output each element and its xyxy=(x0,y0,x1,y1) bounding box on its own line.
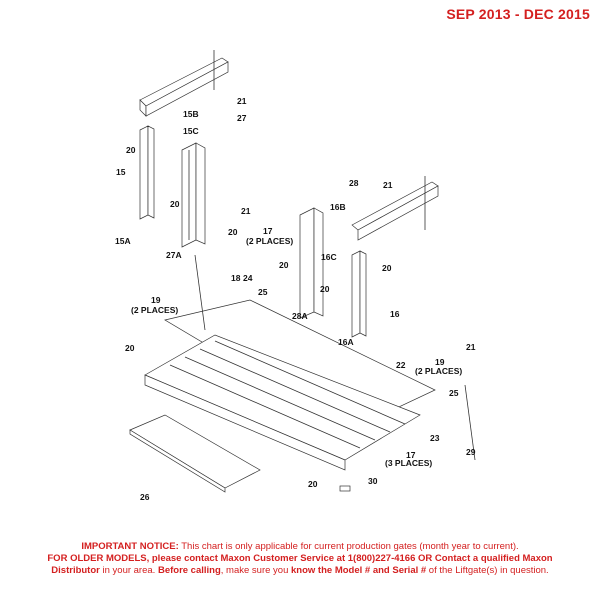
notice-line-2: FOR OLDER MODELS, please contact Maxon C… xyxy=(47,553,553,564)
callout-16A: 16A xyxy=(338,337,354,347)
callout-21-b: 21 xyxy=(241,206,251,216)
callout-21-a: 21 xyxy=(237,96,247,106)
right-crossbar xyxy=(351,176,439,241)
callout-24: 24 xyxy=(243,273,253,283)
callout-20-g: 20 xyxy=(125,343,135,353)
right-chain xyxy=(464,384,476,461)
callout-19-b: 19 xyxy=(435,357,445,367)
callout-29: 29 xyxy=(466,447,476,457)
right-post-16 xyxy=(351,250,367,338)
callout-28: 28 xyxy=(349,178,359,188)
date-range-title: SEP 2013 - DEC 2015 xyxy=(446,6,590,22)
callout-16: 16 xyxy=(390,309,400,319)
callout-22: 22 xyxy=(396,360,406,370)
callout-20-e: 20 xyxy=(382,263,392,273)
callout-19-a: 19 xyxy=(151,295,161,305)
callout-16B: 16B xyxy=(330,202,346,212)
callout-25-a: 25 xyxy=(258,287,268,297)
callout-15B: 15B xyxy=(183,109,199,119)
callout-23: 23 xyxy=(430,433,440,443)
callout-labels: 21 15B 15C 27 20 15 20 15A 27A 20 21 17 … xyxy=(115,96,476,502)
callout-19-b-qty: (2 PLACES) xyxy=(415,366,462,376)
callout-17-b: 17 xyxy=(406,450,416,460)
bottom-hardware xyxy=(339,485,351,492)
flipover-plate xyxy=(129,414,261,493)
callout-30: 30 xyxy=(368,476,378,486)
callout-17-a: 17 xyxy=(263,226,273,236)
callout-21-c: 21 xyxy=(383,180,393,190)
notice-line-1: IMPORTANT NOTICE: This chart is only app… xyxy=(81,541,519,552)
callout-16C: 16C xyxy=(321,252,337,262)
notice-line-3: Distributor in your area. Before calling… xyxy=(51,565,549,576)
left-post-27 xyxy=(181,142,206,248)
left-chain xyxy=(194,254,206,331)
callout-27: 27 xyxy=(237,113,247,123)
left-crossbar xyxy=(139,50,229,117)
callout-20-c: 20 xyxy=(228,227,238,237)
callout-20-a: 20 xyxy=(126,145,136,155)
callout-17-a-qty: (2 PLACES) xyxy=(246,236,293,246)
callout-15: 15 xyxy=(116,167,126,177)
platform-frame xyxy=(144,299,436,471)
callout-15C: 15C xyxy=(183,126,199,136)
callout-18: 18 xyxy=(231,273,241,283)
callout-26: 26 xyxy=(140,492,150,502)
callout-25-b: 25 xyxy=(449,388,459,398)
callout-17-b-qty: (3 PLACES) xyxy=(385,458,432,468)
callout-20-d: 20 xyxy=(279,260,289,270)
callout-28A: 28A xyxy=(292,311,308,321)
parts-exploded-diagram: 21 15B 15C 27 20 15 20 15A 27A 20 21 17 … xyxy=(115,50,476,502)
callout-20-h: 20 xyxy=(308,479,318,489)
callout-19-a-qty: (2 PLACES) xyxy=(131,305,178,315)
callout-27A: 27A xyxy=(166,250,182,260)
callout-20-f: 20 xyxy=(320,284,330,294)
important-notice: IMPORTANT NOTICE: This chart is only app… xyxy=(0,541,600,577)
callout-20-b: 20 xyxy=(170,199,180,209)
callout-15A: 15A xyxy=(115,236,131,246)
right-post-28 xyxy=(299,207,324,319)
callout-21-d: 21 xyxy=(466,342,476,352)
left-post-15 xyxy=(139,125,155,220)
